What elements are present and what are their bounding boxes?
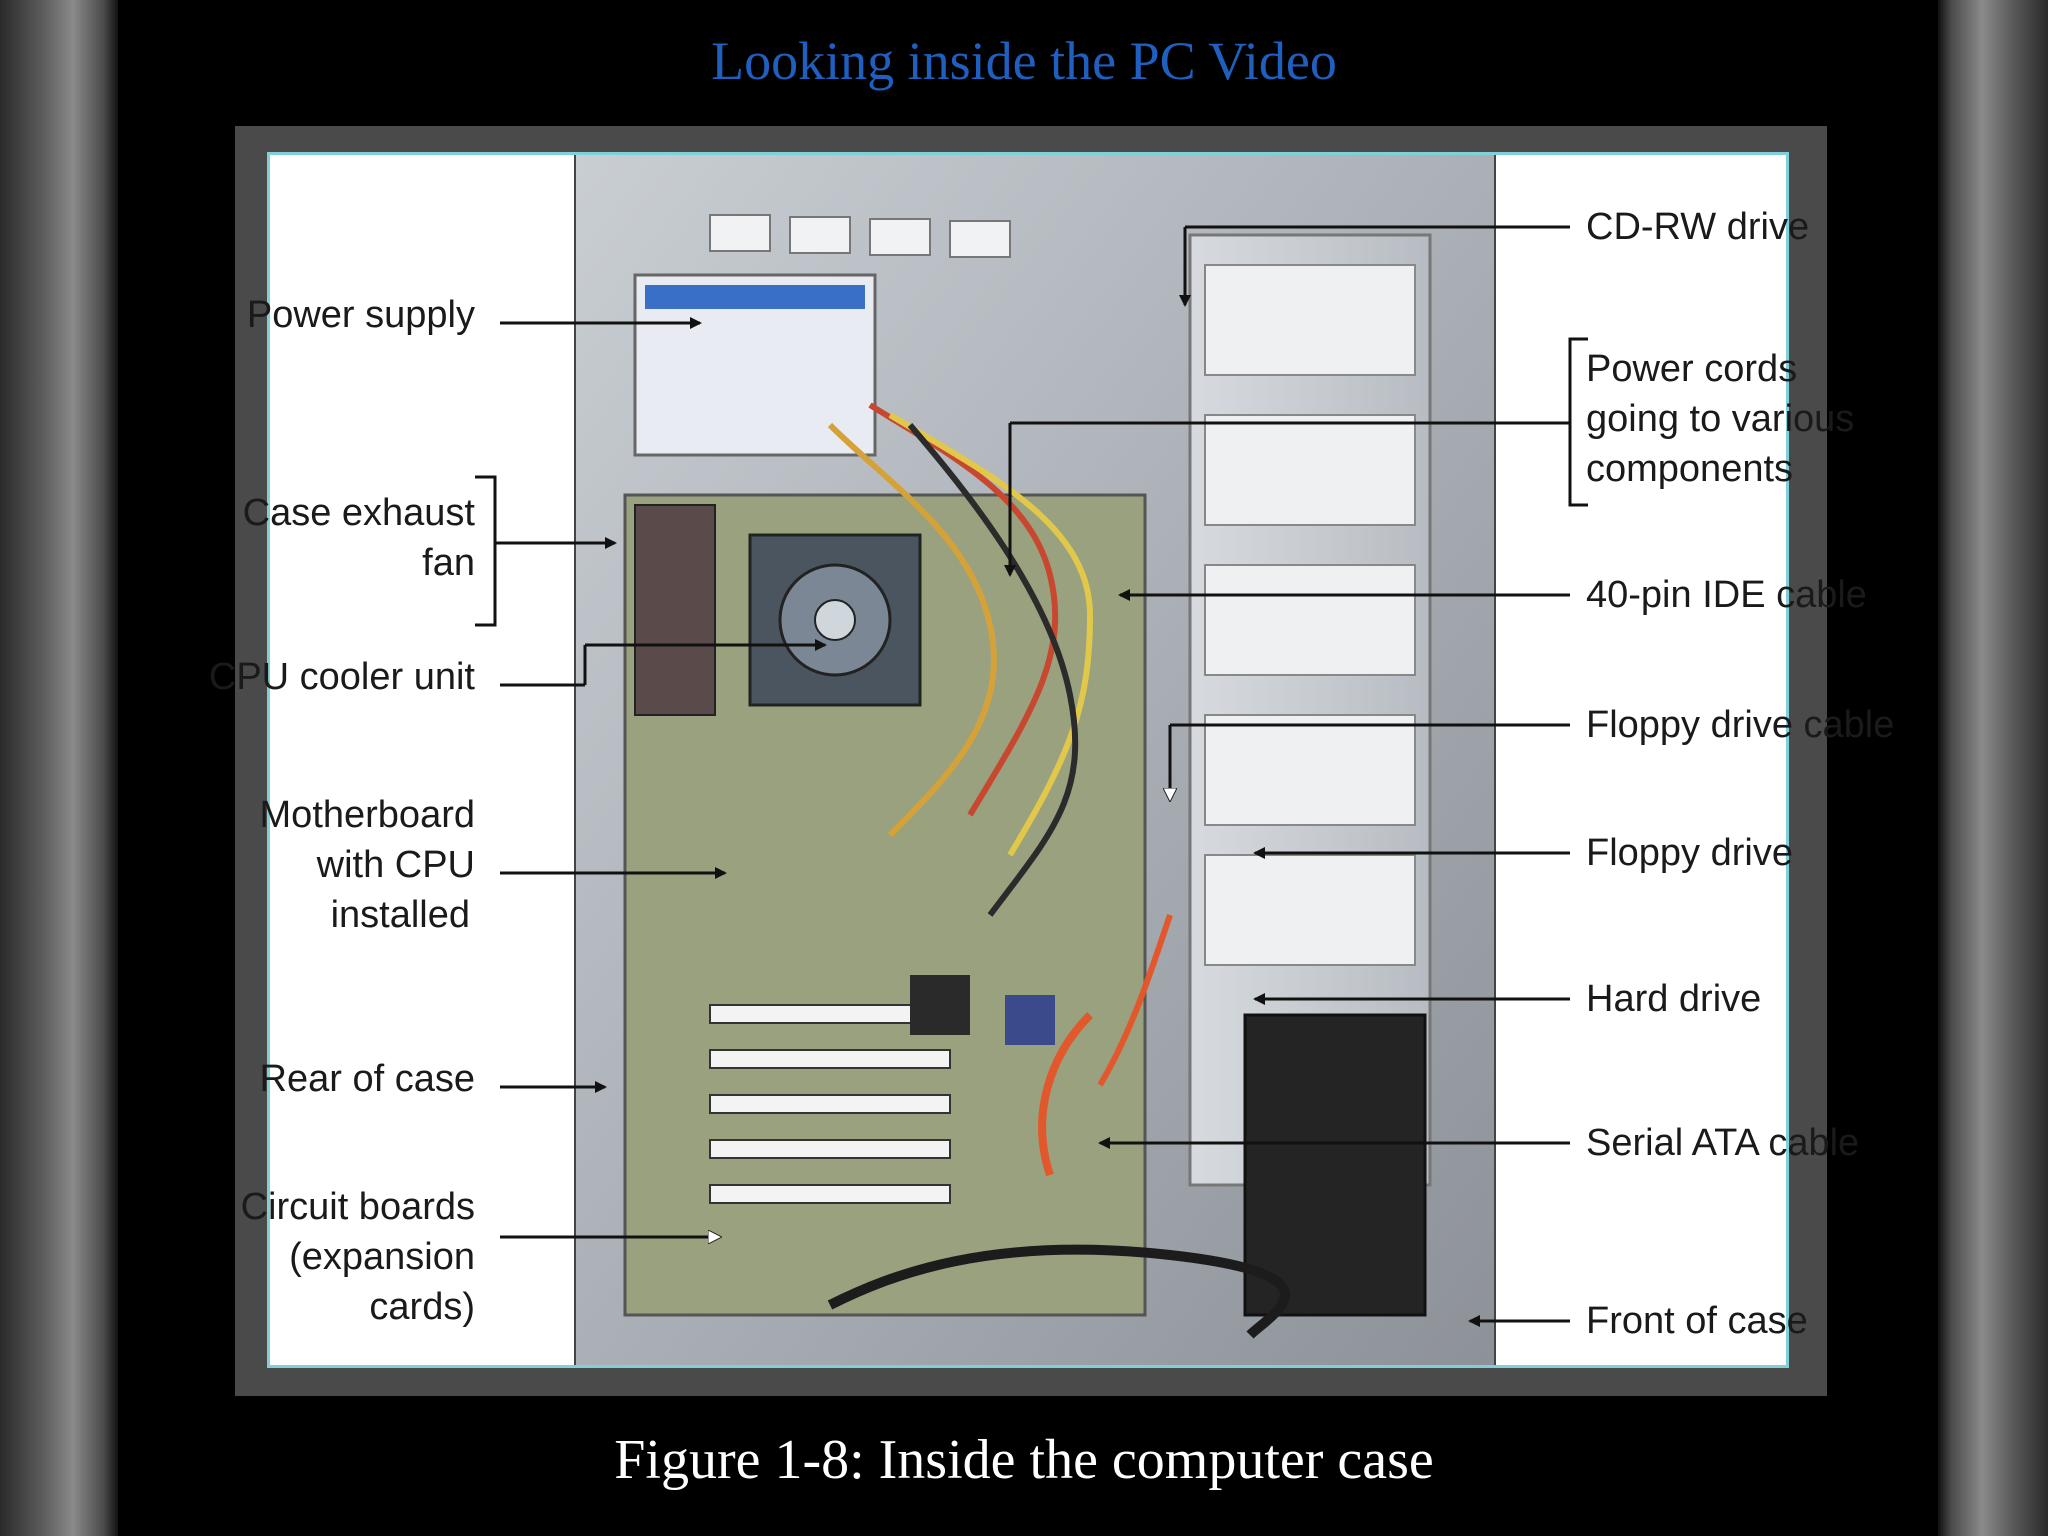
power-supply-label-strip	[645, 285, 865, 309]
slide-title: Looking inside the PC Video	[711, 31, 1337, 91]
label-floppy-drive: Floppy drive	[1586, 832, 1793, 874]
chipset	[910, 975, 970, 1035]
label-sata-cable: Serial ATA cable	[1586, 1122, 1859, 1164]
label-cpu-cooler: CPU cooler unit	[209, 656, 476, 698]
case-illustration: Power supply Case exhaust fan CPU cooler…	[209, 155, 1894, 1365]
label-circuit-boards-line3: cards)	[369, 1286, 475, 1328]
label-motherboard-line2: with CPU	[316, 844, 475, 886]
exhaust-fan-body	[634, 504, 716, 716]
label-power-cords-line2: going to various	[1586, 398, 1854, 440]
label-floppy-cable: Floppy drive cable	[1586, 704, 1894, 746]
figure-canvas: Power supply Case exhaust fan CPU cooler…	[209, 152, 1894, 1368]
label-circuit-boards-line2: (expansion	[289, 1236, 475, 1278]
figure-caption: Figure 1-8: Inside the computer case	[614, 1429, 1434, 1491]
right-metal-border	[1938, 0, 2048, 1536]
label-power-supply: Power supply	[247, 294, 475, 336]
cd-rw-bay	[1204, 264, 1416, 376]
right-callouts: CD-RW drive Power cords going to various…	[1004, 206, 1894, 1342]
floppy-bay	[1204, 854, 1416, 966]
label-power-cords-line3: components	[1586, 448, 1793, 490]
label-hard-drive: Hard drive	[1586, 978, 1761, 1020]
label-ide-cable: 40-pin IDE cable	[1586, 574, 1867, 616]
label-case-exhaust-fan-line2: fan	[422, 542, 475, 584]
label-motherboard-line1: Motherboard	[260, 794, 475, 836]
case-photo	[574, 155, 1496, 1365]
figure-frame: Power supply Case exhaust fan CPU cooler…	[209, 126, 1894, 1396]
label-circuit-boards-line1: Circuit boards	[241, 1186, 475, 1228]
left-callouts: Power supply Case exhaust fan CPU cooler…	[209, 294, 827, 1328]
hard-drive-body	[1243, 1013, 1427, 1317]
label-front-of-case: Front of case	[1586, 1300, 1808, 1342]
label-power-cords-line1: Power cords	[1586, 348, 1797, 390]
label-motherboard-line3: installed	[331, 894, 470, 936]
label-case-exhaust-fan-line1: Case exhaust	[243, 492, 476, 534]
label-rear-of-case: Rear of case	[260, 1058, 475, 1100]
label-cd-rw-drive: CD-RW drive	[1586, 206, 1809, 248]
left-metal-border	[0, 0, 118, 1536]
